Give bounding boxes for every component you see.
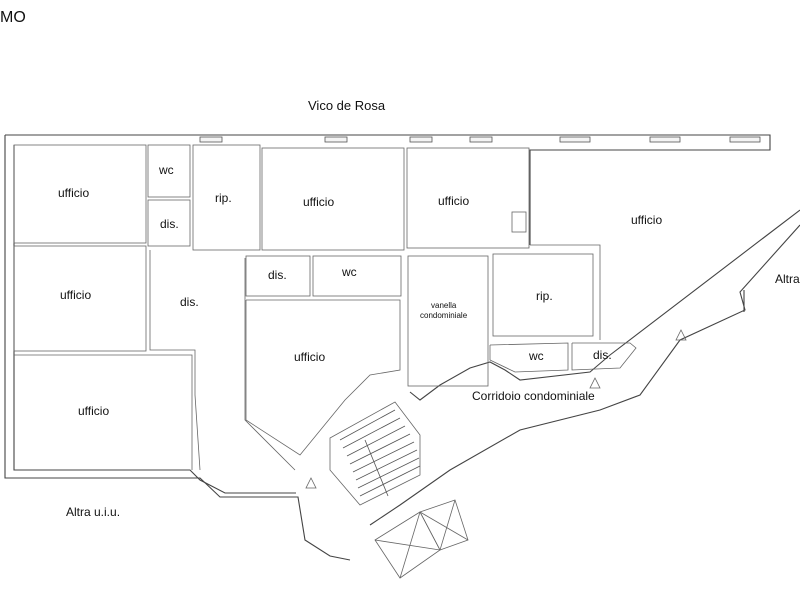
room-label-office: ufficio — [60, 288, 91, 302]
room-walls-center — [149, 147, 530, 471]
room-walls-left — [13, 144, 261, 470]
outer-walls — [4, 134, 800, 561]
street-label: Vico de Rosa — [308, 98, 386, 113]
room-label-wc: wc — [528, 349, 544, 363]
room-label-dis: dis. — [180, 295, 199, 309]
staircase — [329, 401, 421, 506]
neighbor-bottom-label: Altra u.i.u. — [66, 505, 120, 519]
room-label-dis: dis. — [268, 268, 287, 282]
room-label-rip: rip. — [536, 289, 553, 303]
neighbor-right-label: Altra — [775, 272, 800, 286]
room-label-office: ufficio — [438, 194, 469, 208]
room-label-wc: wc — [341, 265, 357, 279]
room-label-vanella: vanella — [431, 301, 457, 310]
room-walls-right — [407, 211, 637, 387]
room-label-wc: wc — [158, 163, 174, 177]
level-markers — [305, 329, 687, 489]
room-label-office: ufficio — [294, 350, 325, 364]
room-label-office: ufficio — [303, 195, 334, 209]
corridor-label: Corridoio condominiale — [472, 389, 595, 403]
facade-windows — [199, 136, 761, 143]
room-label-office: ufficio — [631, 213, 662, 227]
plan-title: MO — [0, 9, 26, 26]
room-label-rip: rip. — [215, 191, 232, 205]
elevator-shafts — [374, 499, 469, 579]
room-label-dis: dis. — [160, 217, 179, 231]
room-label-vanella: condominiale — [420, 311, 468, 320]
room-label-office: ufficio — [78, 404, 109, 418]
room-label-office: ufficio — [58, 186, 89, 200]
room-label-dis: dis. — [593, 348, 612, 362]
